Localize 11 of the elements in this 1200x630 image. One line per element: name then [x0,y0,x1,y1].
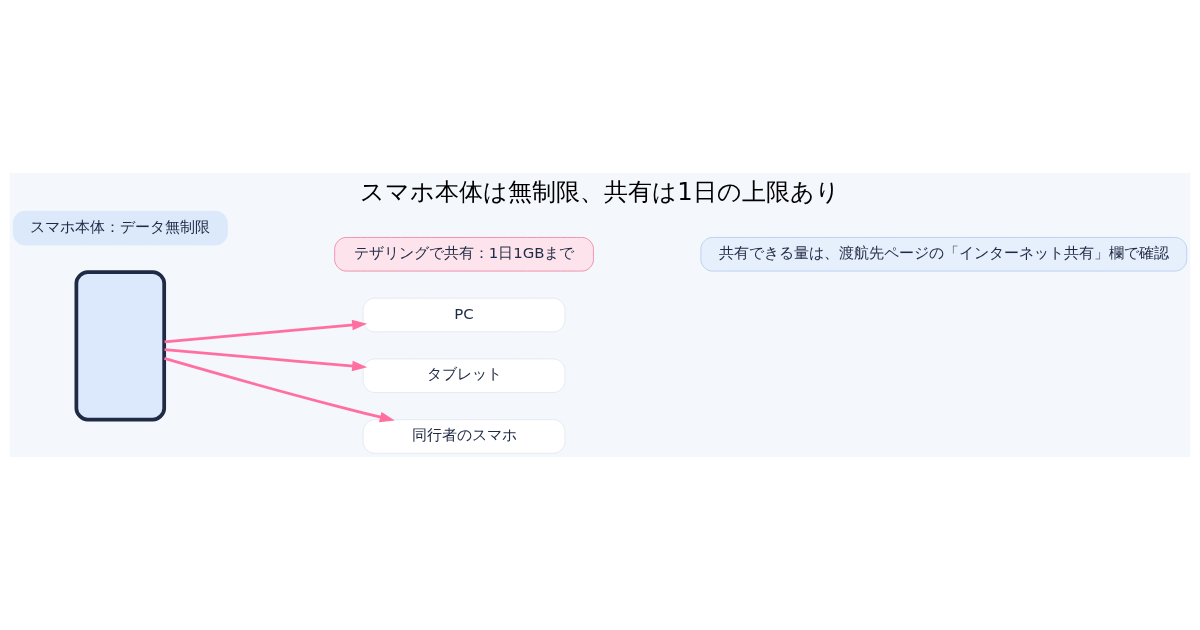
node-box: タブレット [362,358,566,393]
node-box: PC [362,297,566,333]
node-phone [74,270,167,422]
arrow [164,348,368,372]
node-box: 同行者のスマホ [362,419,566,454]
diagram-title: スマホ本体は無制限、共有は1日の上限あり [360,176,840,206]
arrow [164,319,368,344]
arrow [164,357,395,423]
node-box: 共有できる量は、渡航先ページの「インターネット共有」欄で確認 [700,237,1188,272]
node-box: スマホ本体：データ無制限 [12,210,228,246]
node-box: テザリングで共有：1日1GBまで [334,237,594,272]
